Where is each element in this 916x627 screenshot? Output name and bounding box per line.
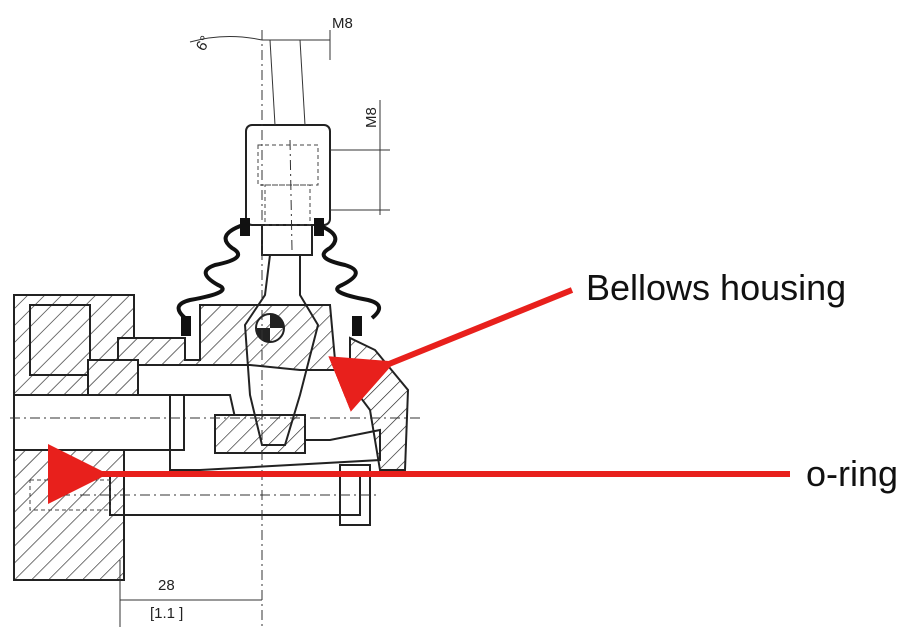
dim-thread-side: M8 [363, 107, 380, 128]
upper-shaft [245, 39, 331, 256]
dim-length-in: [1.1 ] [150, 605, 183, 622]
dim-length-mm: 28 [158, 577, 175, 594]
dimension-annotations: M8 M8 6° 28 [1.1 ] [119, 15, 390, 627]
centerlines [10, 30, 420, 627]
arrow-bellows-housing [328, 287, 574, 412]
label-o-ring: o-ring [806, 453, 898, 494]
callout-bellows-housing: Bellows housing [328, 267, 846, 412]
dim-angle: 6° [193, 33, 215, 54]
callout-o-ring: o-ring [47, 444, 898, 504]
lever [243, 254, 320, 446]
dim-thread-top: M8 [332, 15, 353, 32]
bellows [176, 218, 381, 336]
label-bellows-housing: Bellows housing [586, 267, 846, 308]
